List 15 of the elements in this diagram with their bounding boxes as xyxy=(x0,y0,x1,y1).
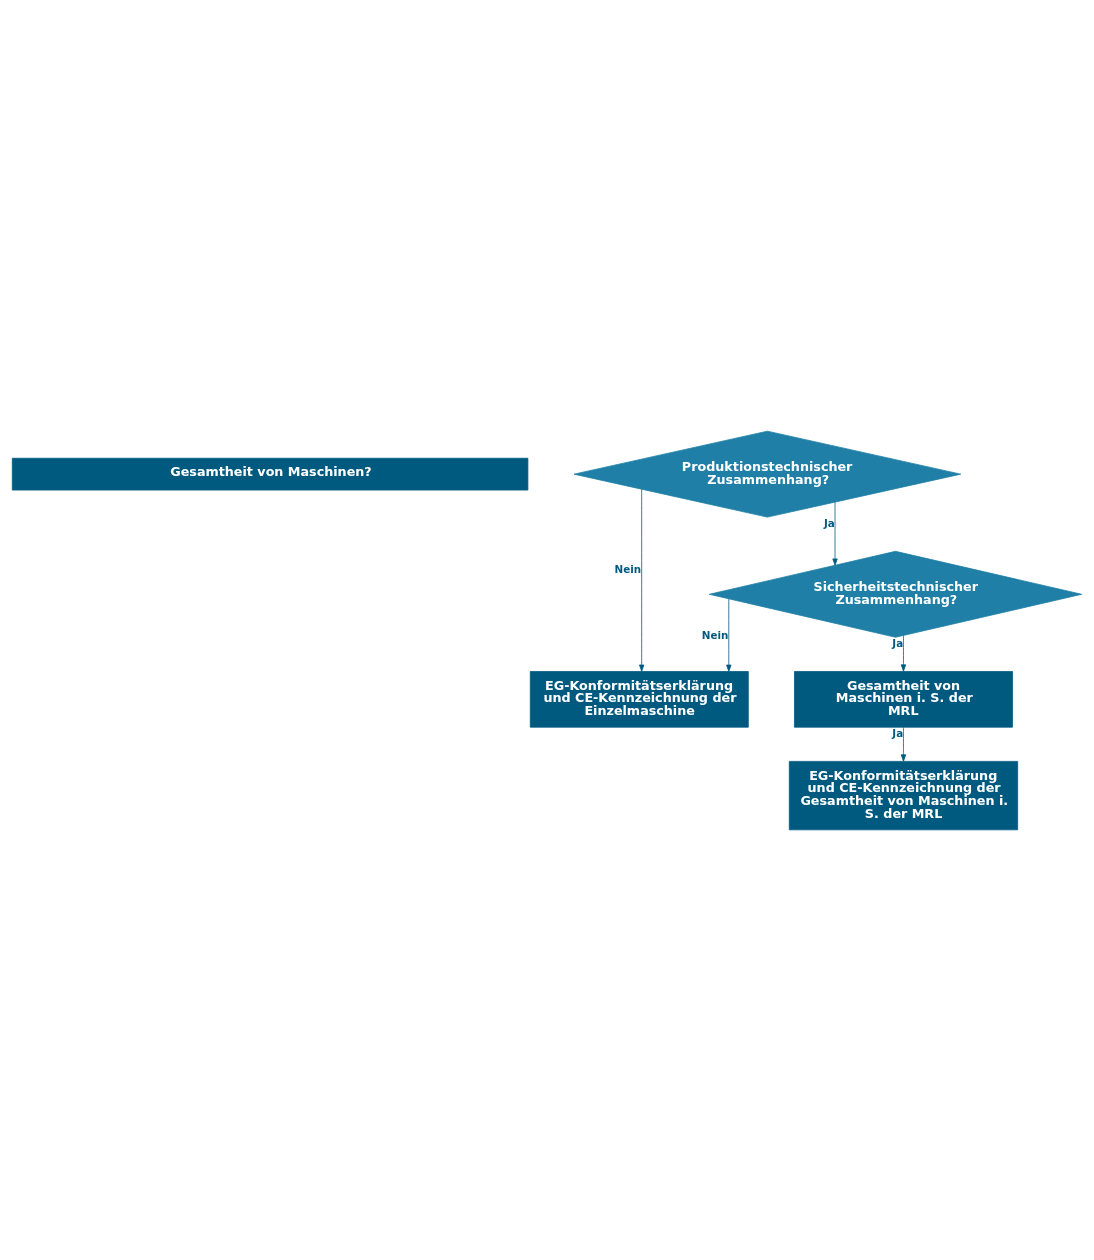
arrow xyxy=(832,501,838,566)
arrow xyxy=(726,597,732,672)
arrow xyxy=(900,634,907,672)
edge-label: Ja xyxy=(892,726,904,739)
arrow xyxy=(900,726,907,762)
edge-label: Ja xyxy=(823,516,835,529)
node-box: Gesamtheit von Maschinen? xyxy=(11,457,529,490)
node-box: EG-Konformitätserklärung und CE-Kennzeichnung der Einzelmaschine xyxy=(529,670,749,728)
node-box: Gesamtheit von Maschinen i. S. der MRL xyxy=(794,670,1013,728)
edge-label: Nein xyxy=(614,562,642,575)
edge-label: Ja xyxy=(892,636,904,648)
arrow xyxy=(639,488,645,672)
node-box: EG-Konformitätserklärung und CE-Kennzeichnung der Gesamtheit von Maschinen i. S. der MRL xyxy=(788,760,1019,830)
edge-label: Nein xyxy=(701,628,729,641)
node-diamond: Produktionstechnischer Zusammenhang? xyxy=(573,430,962,517)
